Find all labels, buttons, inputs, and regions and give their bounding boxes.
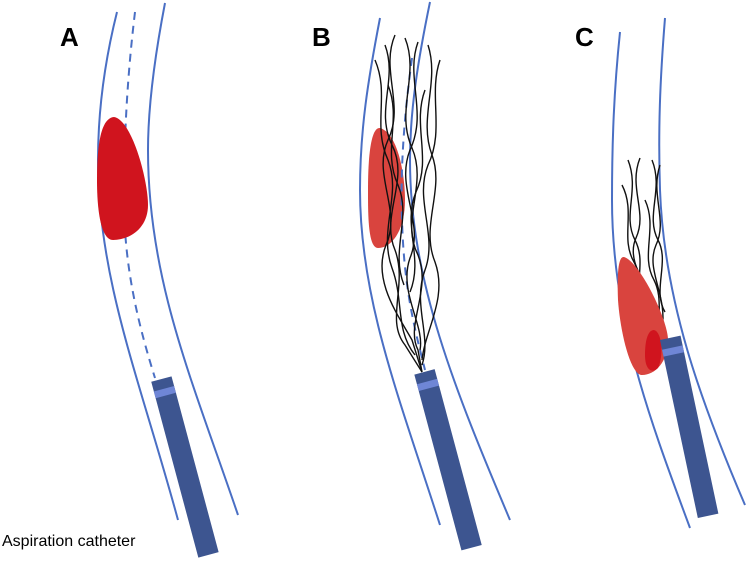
aspiration-catheter-label: Aspiration catheter (2, 533, 136, 550)
thrombus (97, 117, 148, 240)
vessel-wall-left (96, 11, 179, 521)
panel-b (358, 1, 511, 551)
vessel-wall-right (408, 1, 511, 521)
panel-label-b: B (312, 22, 331, 52)
panel-label-c: C (575, 22, 594, 52)
vessel-wall-right (146, 2, 239, 516)
panel-a (96, 2, 239, 558)
panel-label-a: A (60, 22, 79, 52)
vessel-wall-left (610, 31, 691, 529)
vessel-wall-left (358, 17, 441, 526)
vessel-wall-right (658, 17, 746, 506)
thrombus-fragment (645, 330, 662, 371)
panel-c (610, 17, 746, 529)
stent-retriever (374, 34, 441, 373)
aspiration-catheter (151, 376, 219, 558)
aspiration-catheter (660, 335, 719, 519)
aspiration-catheter (414, 369, 482, 551)
